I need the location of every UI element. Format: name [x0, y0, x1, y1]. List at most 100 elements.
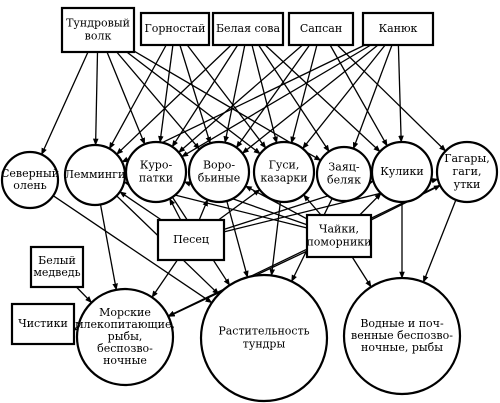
- node-rastit-label-0: Растительность: [218, 325, 309, 338]
- node-vodnye-shape: [342, 276, 462, 396]
- node-morskie-label-2: рыбы,: [108, 330, 143, 343]
- edge-gusi-to-rastit: [269, 201, 282, 277]
- node-kuropatki-shape: [124, 140, 188, 204]
- edge-medved-to-morskie: [75, 286, 93, 304]
- node-gusi: Гуси,казарки: [252, 140, 316, 204]
- node-chistiki-label-0: Чистики: [18, 317, 68, 330]
- node-rastit-label-1: тундры: [243, 338, 286, 351]
- edge-kanyuk-to-zayac: [352, 44, 393, 150]
- node-kuropatki-label-1: патки: [139, 172, 173, 185]
- node-volk-label-0: Тундровый: [66, 17, 130, 30]
- edge-volk-to-olen: [41, 51, 89, 156]
- edge-kanyuk-to-kuropatki: [181, 44, 372, 158]
- edge-volk-to-kuropatki: [106, 51, 146, 145]
- node-zayac: Заяц-беляк: [315, 145, 373, 203]
- node-gusi-shape: [252, 140, 316, 204]
- node-kanyuk-label-0: Канюк: [379, 22, 418, 35]
- edge-chaiki-to-kuliki: [359, 192, 382, 216]
- edge-chaiki-to-vodnye: [351, 256, 372, 288]
- node-gusi-label-1: казарки: [260, 172, 307, 185]
- node-gusi-label-0: Гуси,: [269, 159, 300, 172]
- edge-gagary-to-vodnye: [422, 199, 457, 283]
- edge-sapsan-to-gagary: [336, 44, 447, 152]
- node-olen-label-0: Северный: [1, 167, 59, 180]
- edge-gagary-to-morskie: [167, 184, 441, 317]
- node-chistiki: Чистики: [10, 302, 76, 346]
- node-olen-label-1: олень: [13, 179, 46, 192]
- node-vorobinye-label-0: Воро-: [203, 159, 235, 172]
- node-sapsan-shape: [287, 11, 355, 47]
- node-morskie: Морскиемлекопитающие,рыбы,беспозво-ночны…: [75, 287, 175, 387]
- node-chaiki-label-0: Чайки,: [319, 223, 359, 236]
- edge-volk-to-gusi: [126, 51, 261, 155]
- node-vodnye: Водные и поч-венные беспозво-ночные, рыб…: [342, 276, 462, 396]
- node-kuliki-shape: [370, 140, 434, 204]
- node-medved-shape: [29, 245, 85, 289]
- node-lemmingi: Лемминги: [63, 143, 127, 207]
- node-kuropatki: Куро-патки: [124, 140, 188, 204]
- node-zayac-label-1: беляк: [327, 174, 361, 187]
- node-chaiki: Чайки,поморники: [305, 213, 373, 259]
- node-morskie-label-3: беспозво-: [97, 342, 153, 355]
- node-gagary-label-2: утки: [454, 178, 481, 191]
- node-morskie-label-1: млекопитающие,: [75, 318, 175, 331]
- edge-kanyuk-to-gusi: [302, 44, 386, 150]
- edge-chaiki-to-gusi: [303, 194, 322, 216]
- node-kuropatki-label-0: Куро-: [140, 159, 173, 172]
- edge-sova-to-lemmingi: [116, 44, 232, 155]
- node-morskie-label-0: Морские: [99, 306, 151, 319]
- edge-sova-to-kuliki: [264, 44, 381, 153]
- node-gagary-label-0: Гагары,: [444, 152, 489, 165]
- edge-volk-to-vorobinye: [116, 51, 200, 150]
- edge-gornostai-to-vorobinye: [179, 44, 212, 144]
- node-pesec-shape: [156, 218, 226, 262]
- node-volk-label-1: волк: [85, 30, 112, 43]
- edge-pesec-to-gusi: [218, 189, 261, 221]
- node-morskie-shape: [75, 287, 175, 387]
- edge-sova-to-kuropatki: [171, 44, 239, 148]
- edge-sapsan-to-kuropatki: [178, 44, 303, 153]
- node-zayac-label-0: Заяц-: [328, 161, 359, 174]
- node-sapsan: Сапсан: [287, 11, 355, 47]
- node-gagary-label-1: гаги,: [453, 165, 482, 178]
- node-chaiki-label-1: поморники: [306, 236, 371, 249]
- node-sova-label-0: Белая сова: [216, 22, 281, 35]
- edge-pesec-to-lemmingi: [119, 191, 162, 221]
- edge-gornostai-to-kuropatki: [158, 44, 174, 143]
- node-pesec: Песец: [156, 218, 226, 262]
- edge-chaiki-to-vorobinye: [244, 185, 308, 220]
- edge-lemmingi-to-morskie: [99, 204, 118, 291]
- node-vorobinye: Воро-бьиные: [187, 140, 251, 204]
- node-gornostai-shape: [139, 11, 211, 47]
- edge-sapsan-to-vorobinye: [235, 44, 311, 149]
- node-gagary-shape: [435, 140, 499, 204]
- edge-gornostai-to-gusi: [186, 44, 267, 149]
- node-pesec-label-0: Песец: [173, 233, 209, 246]
- node-lemmingi-shape: [63, 143, 127, 207]
- node-kanyuk-shape: [361, 11, 435, 47]
- edge-sova-to-vorobinye: [223, 44, 246, 144]
- edge-sapsan-to-gusi: [290, 44, 318, 144]
- edge-olen-to-rastit: [52, 195, 213, 304]
- node-kuliki-label-0: Кулики: [380, 165, 424, 178]
- node-vodnye-label-1: венные беспозво-: [351, 329, 453, 342]
- node-sova: Белая сова: [211, 11, 285, 47]
- edge-vorobinye-to-rastit: [226, 200, 249, 278]
- node-gornostai-label-0: Горностай: [144, 22, 205, 35]
- node-gagary: Гагары,гаги,утки: [435, 140, 499, 204]
- node-chaiki-shape: [305, 213, 373, 259]
- edge-volk-to-lemmingi: [92, 51, 99, 146]
- node-lemmingi-label-0: Лемминги: [65, 168, 126, 181]
- node-sova-shape: [211, 11, 285, 47]
- node-rastit-shape: [199, 273, 329, 403]
- edge-sova-to-zayac: [258, 44, 330, 153]
- node-kanyuk: Канюк: [361, 11, 435, 47]
- node-morskie-label-4: ночные: [103, 354, 147, 367]
- node-medved-label-0: Белый: [38, 254, 76, 267]
